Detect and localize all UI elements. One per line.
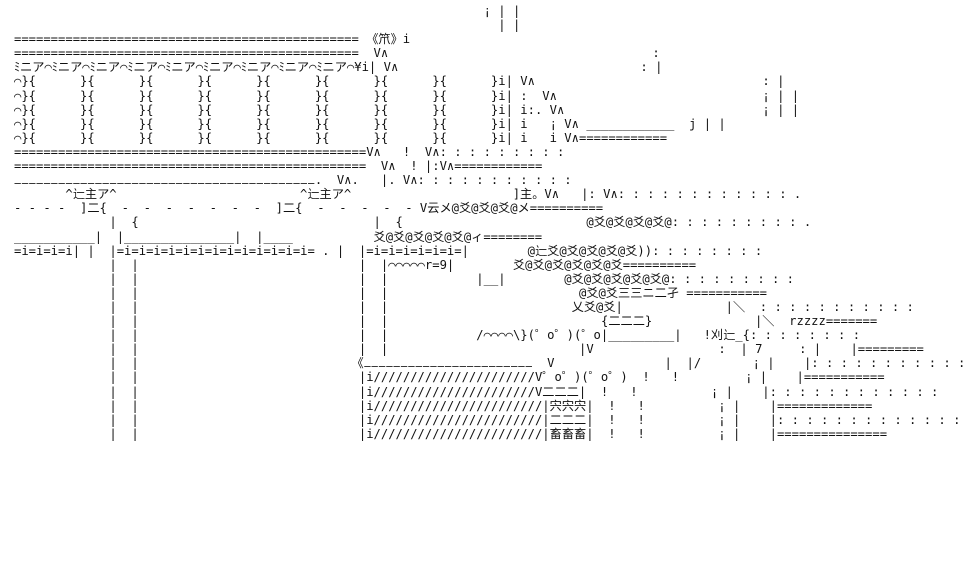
- art-line: | | | | @爻@爻三三ニ二孑 ===========: [14, 285, 768, 300]
- art-line: | | | | |__| @爻@爻@爻@爻@爻@: : : : : : : : …: [14, 271, 795, 286]
- art-line: | | |i//////////////////////V゜o゜)(゜o゜) !…: [14, 370, 885, 385]
- art-line: | |: [14, 18, 521, 33]
- ascii-art: ¡ | | | |===============================…: [14, 4, 965, 441]
- art-line: ⌒}{ }{ }{ }{ }{ }{ }{ }{ }i| V∧ : |: [14, 74, 785, 89]
- art-line: ¡ | |: [14, 4, 521, 18]
- art-line: ___________| |_______________| |____ 爻@爻…: [14, 229, 543, 244]
- art-line: ^辷主ア^ ^辷主ア^ ]主。V∧ |: V∧: : : : : : : : :…: [14, 187, 802, 202]
- art-line: | | | | {二二二} |＼ rzzzz=======: [14, 314, 878, 329]
- art-line: | { | { @爻@爻@爻@爻@: : : : : : : : : .: [14, 215, 812, 230]
- art-line: ﾐニア⌒ﾐニア⌒ﾐニア⌒ﾐニア⌒ﾐニア⌒ﾐニア⌒ﾐニア⌒ﾐニア⌒ﾐニア⌒¥i| …: [14, 60, 663, 75]
- art-line: ⌒}{ }{ }{ }{ }{ }{ }{ }{ }i| : V∧ ¡ | |: [14, 88, 800, 103]
- art-line: | | |i///////////////////////|二二二| ! ! ¡…: [14, 412, 961, 427]
- art-line: | | |i//////////////////////V二二二| ! ! ¡ …: [14, 384, 939, 399]
- art-line: | | | | |V : | 7 : | |=========: [14, 342, 924, 357]
- art-line: ⚊⚊⚊⚊⚊⚊⚊⚊⚊⚊⚊⚊⚊⚊⚊⚊⚊⚊⚊⚊⚊⚊⚊⚊⚊⚊⚊⚊⚊⚊⚊⚊⚊⚊⚊⚊⚊⚊⚊⚊…: [14, 173, 572, 188]
- art-line: | | | | 乂爻@爻| |＼ : : : : : : : : : : :: [14, 299, 914, 314]
- art-line: | | | | /⌒⌒⌒⌒\}(゜o゜)(゜o|_________| !刈辷_{…: [14, 328, 861, 343]
- art-line: ========================================…: [14, 46, 660, 61]
- art-line: - - - - ]二{ - - - - - - - ]二{ - - - - - …: [14, 201, 604, 216]
- art-line: ========================================…: [14, 159, 543, 174]
- art-line: ========================================…: [14, 144, 565, 159]
- art-line: | | |i///////////////////////|宍宍宍| ! ! ¡…: [14, 398, 873, 413]
- art-line: =i=i=i=i| | |=i=i=i=i=i=i=i=i=i=i=i=i=i=…: [14, 243, 763, 258]
- art-line: ⌒}{ }{ }{ }{ }{ }{ }{ }{ }i| i:. V∧ ¡ | …: [14, 102, 800, 117]
- art-line: | | |i///////////////////////|畜畜畜| ! ! ¡…: [14, 426, 888, 441]
- art-line: ⌒}{ }{ }{ }{ }{ }{ }{ }{ }i| i ¡ V∧ ____…: [14, 116, 726, 131]
- art-line: | | 《⚊⚊⚊⚊⚊⚊⚊⚊⚊⚊⚊⚊⚊⚊⚊⚊⚊⚊⚊⚊⚊⚊⚊ V | |/ ¡ | …: [14, 356, 965, 371]
- art-line: ⌒}{ }{ }{ }{ }{ }{ }{ }{ }i| i i V∧=====…: [14, 130, 668, 145]
- art-line: ========================================…: [14, 32, 411, 47]
- ascii-art-canvas: ¡ | | | |===============================…: [14, 4, 965, 559]
- art-line: | | | |⌒⌒⌒⌒⌒r=9| 爻@爻@爻@爻@爻@爻==========: [14, 257, 697, 272]
